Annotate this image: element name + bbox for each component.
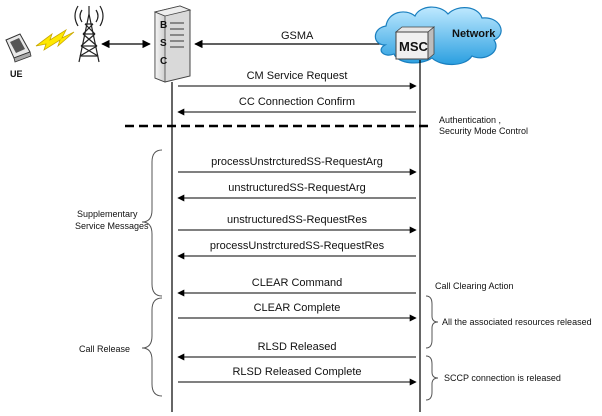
sccp-note: SCCP connection is released	[444, 373, 561, 383]
msc-box	[394, 26, 436, 60]
network-label: Network	[452, 28, 496, 40]
message-label: RLSD Released	[258, 341, 337, 353]
message-label: CC Connection Confirm	[239, 96, 355, 108]
gsma-label: GSMA	[281, 30, 314, 42]
bsc-letter-s: S	[160, 38, 167, 49]
supplementary-label-line2: Service Messages	[75, 221, 149, 231]
tower-icon	[74, 5, 104, 63]
supplementary-label-line1: Supplementary	[77, 209, 138, 219]
bsc-server-icon	[153, 5, 192, 83]
message-label: unstructuredSS-RequestArg	[228, 182, 366, 194]
release-label: Call Release	[79, 344, 130, 354]
ue-label: UE	[10, 69, 23, 79]
bsc-letter-c: C	[160, 56, 167, 67]
bsc-letter-b: B	[160, 20, 167, 31]
message-label: RLSD Released Complete	[232, 366, 361, 378]
msc-label: MSC	[399, 39, 429, 54]
auth-note-line2: Security Mode Control	[439, 126, 528, 136]
resources-brace	[425, 295, 439, 349]
sccp-brace	[425, 355, 439, 401]
message-label: processUnstrcturedSS-RequestArg	[211, 156, 383, 168]
clearing-note: Call Clearing Action	[435, 281, 514, 291]
phone-icon	[5, 33, 32, 63]
lightning-icon	[35, 28, 75, 51]
message-list: CM Service Request CC Connection Confirm p…	[177, 70, 417, 386]
auth-note-line1: Authentication ,	[439, 115, 501, 125]
resources-note: All the associated resources released	[442, 317, 592, 327]
message-label: CLEAR Command	[252, 277, 342, 289]
message-label: CLEAR Complete	[254, 302, 341, 314]
release-brace	[141, 297, 163, 397]
message-label: processUnstrcturedSS-RequestRes	[210, 240, 385, 252]
message-label: unstructuredSS-RequestRes	[227, 214, 368, 226]
supplementary-brace	[141, 149, 163, 297]
message-label: CM Service Request	[247, 70, 348, 82]
